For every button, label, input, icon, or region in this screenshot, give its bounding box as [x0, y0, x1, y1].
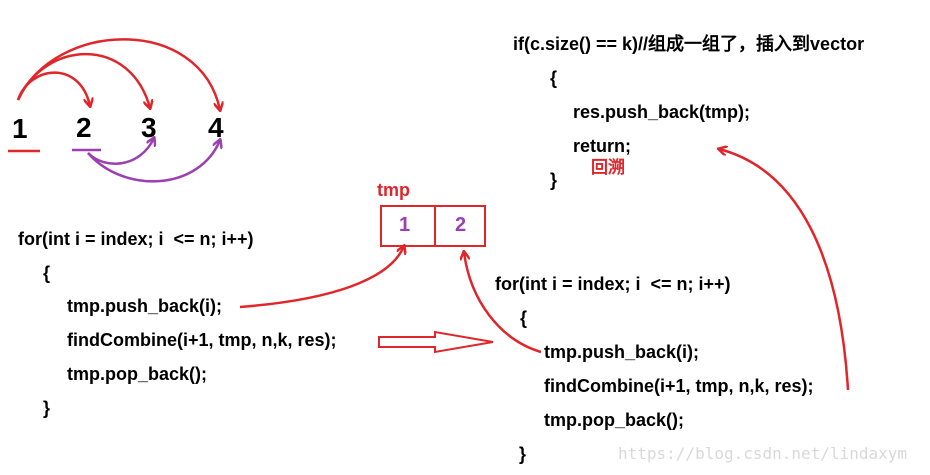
top-code-push-res: res.push_back(tmp); [573, 102, 751, 122]
left-code-close-brace: } [43, 398, 51, 418]
right-code-for: for(int i = index; i <= n; i++) [495, 274, 731, 294]
top-code-return: return; [573, 136, 631, 156]
number-3: 3 [141, 112, 157, 143]
right-code-findcombine: findCombine(i+1, tmp, n,k, res); [544, 376, 814, 396]
tmp-box [380, 205, 486, 247]
arrow-push-to-cell1 [239, 246, 404, 309]
arc-1-to-4 [16, 38, 220, 110]
number-4: 4 [208, 112, 224, 143]
arc-1-to-2 [16, 71, 90, 106]
top-code-close-brace: } [550, 170, 558, 190]
left-code-for: for(int i = index; i <= n; i++) [18, 229, 254, 249]
tmp-cell-1: 1 [399, 214, 411, 236]
tmp-box-divider [434, 207, 436, 245]
arrow-push-to-cell2 [464, 252, 542, 354]
left-code-pop: tmp.pop_back(); [67, 364, 208, 384]
left-code-open-brace: { [43, 263, 51, 283]
top-code-open-brace: { [550, 68, 558, 88]
top-code-if: if(c.size() == k)//组成一组了，插入到vector [513, 34, 865, 54]
watermark: https://blog.csdn.net/lindaxym [618, 444, 907, 463]
arrow-recurse [378, 330, 494, 354]
arc-1-to-3 [16, 52, 150, 108]
right-code-push: tmp.push_back(i); [544, 342, 700, 362]
number-2: 2 [76, 112, 92, 143]
left-code-findcombine: findCombine(i+1, tmp, n,k, res); [67, 330, 337, 350]
backtrack-label: 回溯 [591, 158, 625, 177]
tmp-cell-2: 2 [455, 214, 467, 236]
arc-2-to-4 [87, 140, 220, 183]
arrow-findcombine-to-return [719, 149, 850, 391]
right-code-pop: tmp.pop_back(); [544, 410, 685, 430]
left-code-push: tmp.push_back(i); [67, 296, 223, 316]
right-code-open-brace: { [520, 308, 528, 328]
number-1: 1 [12, 113, 28, 144]
tmp-label: tmp [377, 180, 410, 200]
right-code-close-brace: } [519, 444, 527, 464]
